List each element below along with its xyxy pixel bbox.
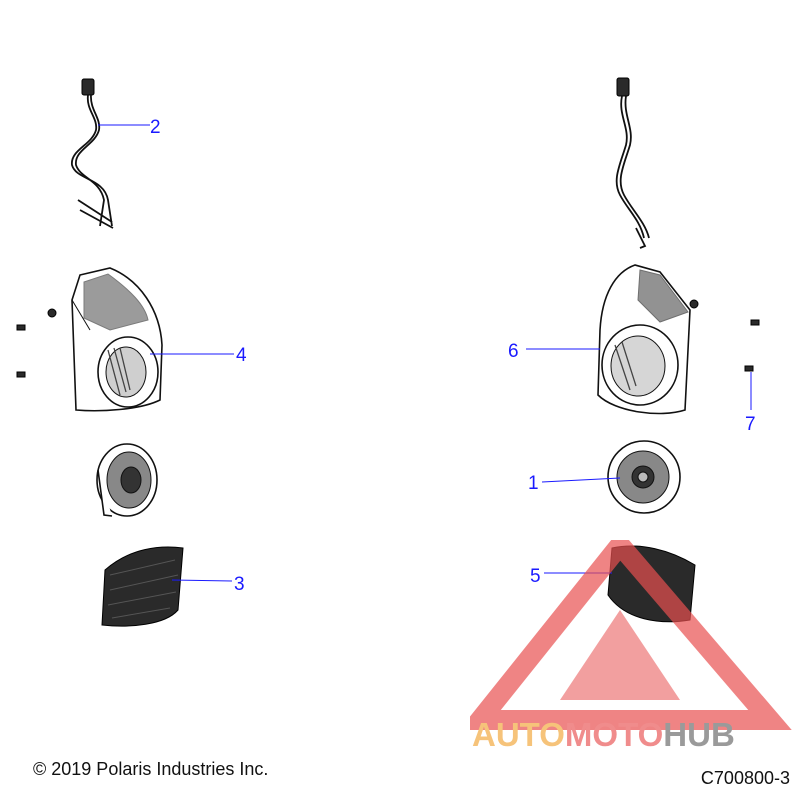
speaker-right [607, 440, 681, 514]
wire-harness-left [71, 78, 114, 229]
callout-7: 7 [745, 414, 756, 435]
screw-set-left [16, 308, 57, 378]
callout-5: 5 [530, 566, 541, 587]
speaker-grille-right [607, 545, 696, 623]
speaker-pod-left [71, 267, 163, 412]
callout-1: 1 [528, 473, 539, 494]
callout-4: 4 [236, 345, 247, 366]
callout-2: 2 [150, 117, 161, 138]
callout-6: 6 [508, 341, 519, 362]
diagram-code: C700800-3 [700, 768, 790, 788]
wire-harness-right [615, 77, 650, 249]
speaker-grille-left [101, 546, 184, 627]
speaker-pod-right [597, 264, 691, 415]
copyright-text: © 2019 Polaris Industries Inc. [33, 759, 269, 779]
speaker-left [96, 443, 158, 517]
screw-set-right [689, 299, 760, 372]
callout-3: 3 [234, 574, 245, 595]
